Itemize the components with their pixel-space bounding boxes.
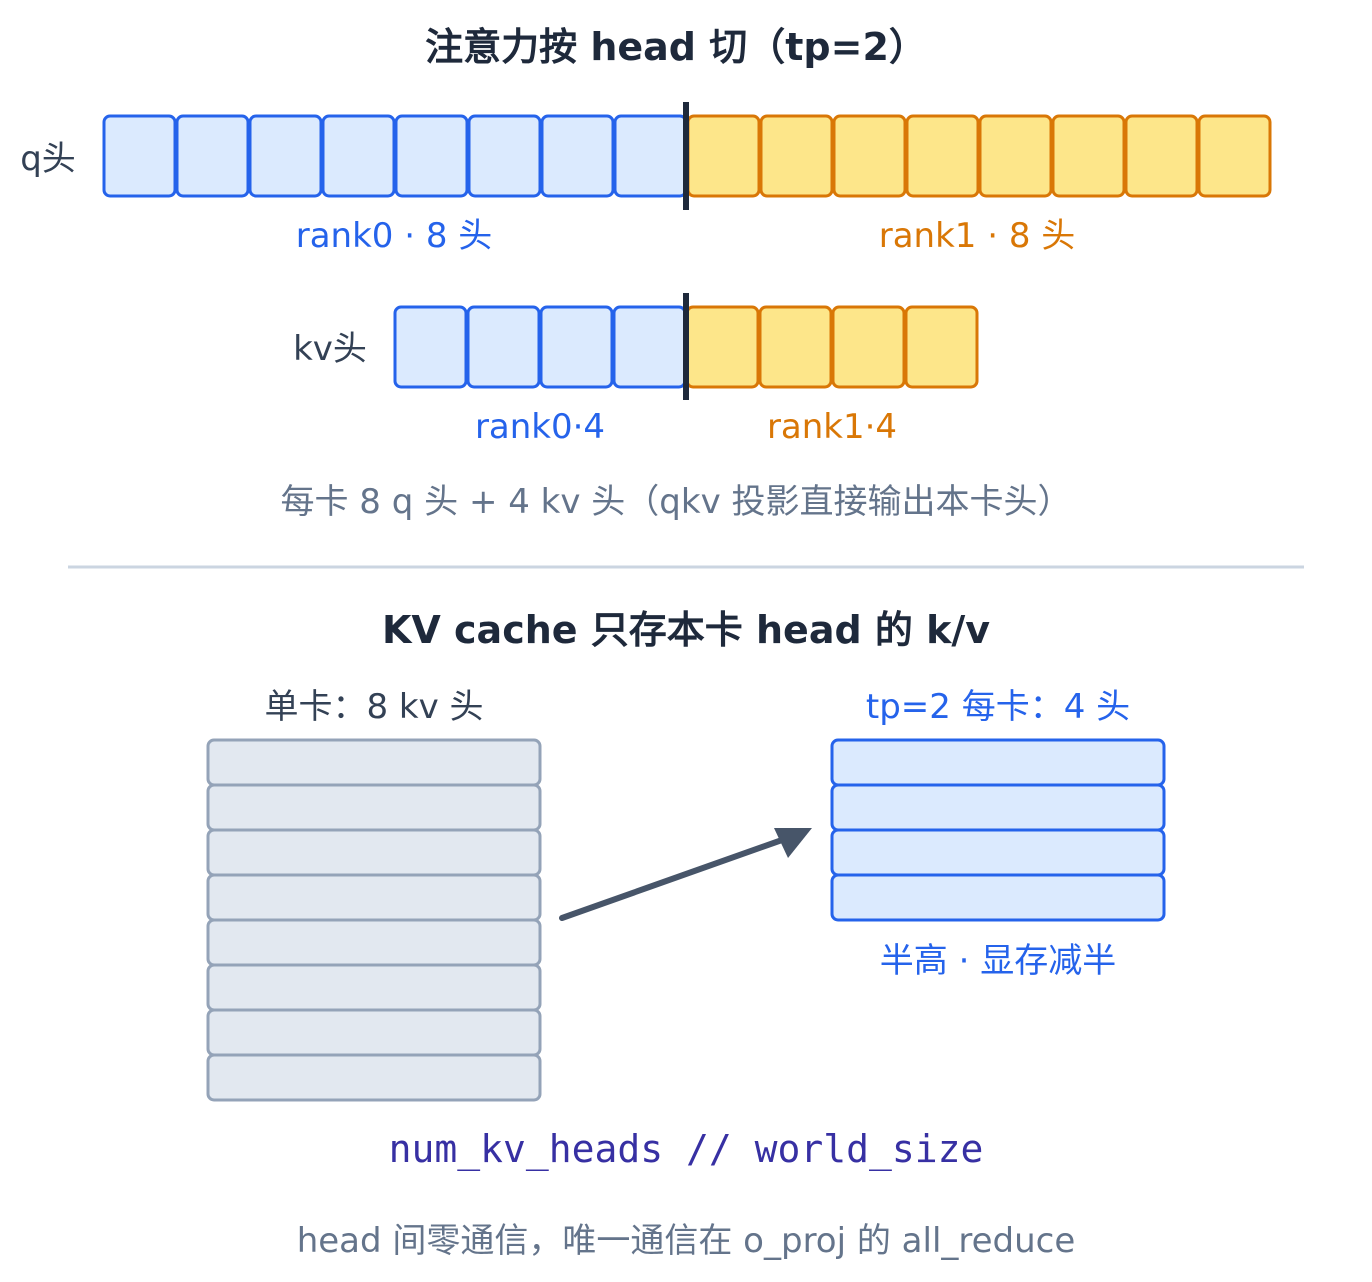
kv-heads-label: kv头	[293, 329, 367, 369]
q-head-cell-rank0	[248, 114, 323, 198]
top-title: 注意力按 head 切（tp=2）	[425, 25, 927, 69]
single-card-kv-row	[206, 1053, 542, 1102]
q-head-cell-rank1	[759, 114, 834, 198]
q-head-cell-rank1	[1051, 114, 1126, 198]
q-head-cell-rank0	[321, 114, 396, 198]
kv-head-cell-rank1	[904, 305, 979, 389]
kv-head-cell-rank0	[539, 305, 614, 389]
q-head-cell-rank0	[467, 114, 542, 198]
q-head-cell-rank1	[1124, 114, 1199, 198]
single-card-kv-row	[206, 738, 542, 787]
bottom-title: KV cache 只存本卡 head 的 k/v	[382, 608, 990, 652]
kv-head-cell-rank0	[393, 305, 468, 389]
q-head-cell-rank0	[175, 114, 250, 198]
top-note: 每卡 8 q 头 + 4 kv 头（qkv 投影直接输出本卡头）	[281, 482, 1072, 522]
tp-card-kv-row	[830, 828, 1166, 877]
single-card-label: 单卡：8 kv 头	[264, 687, 483, 727]
tp-card-kv-stack	[830, 738, 1166, 922]
q-rank0-label: rank0 · 8 头	[296, 216, 493, 256]
kv-rank0-label: rank0·4	[475, 407, 605, 447]
tp-card-label: tp=2 每卡：4 头	[866, 687, 1130, 727]
q-head-cell-rank0	[540, 114, 615, 198]
kv-head-cell-rank1	[831, 305, 906, 389]
single-card-kv-row	[206, 1008, 542, 1057]
kv-head-cell-rank0	[466, 305, 541, 389]
single-card-kv-row	[206, 873, 542, 922]
kv-rank1-label: rank1·4	[767, 407, 897, 447]
kv-head-cell-rank1	[758, 305, 833, 389]
q-rank1-label: rank1 · 8 头	[879, 216, 1076, 256]
q-head-cell-rank0	[613, 114, 688, 198]
single-card-kv-row	[206, 963, 542, 1012]
q-head-cell-rank1	[686, 114, 761, 198]
footer-note: head 间零通信，唯一通信在 o_proj 的 all_reduce	[297, 1221, 1076, 1261]
q-heads-row	[102, 114, 1272, 198]
q-head-cell-rank1	[905, 114, 980, 198]
single-card-kv-row	[206, 783, 542, 832]
reduction-arrow	[559, 828, 812, 921]
q-head-cell-rank1	[832, 114, 907, 198]
single-card-kv-row	[206, 828, 542, 877]
single-card-kv-row	[206, 918, 542, 967]
q-head-cell-rank0	[102, 114, 177, 198]
q-head-cell-rank1	[1197, 114, 1272, 198]
tp-card-kv-row	[830, 738, 1166, 787]
kv-head-cell-rank0	[612, 305, 687, 389]
tp-card-kv-row	[830, 783, 1166, 832]
kv-head-cell-rank1	[685, 305, 760, 389]
q-heads-label: q头	[20, 139, 76, 179]
single-card-kv-stack	[206, 738, 542, 1102]
q-head-cell-rank1	[978, 114, 1053, 198]
tp-card-kv-row	[830, 873, 1166, 922]
q-head-cell-rank0	[394, 114, 469, 198]
formula-text: num_kv_heads // world_size	[389, 1127, 984, 1172]
tp-caption: 半高 · 显存减半	[880, 941, 1116, 981]
